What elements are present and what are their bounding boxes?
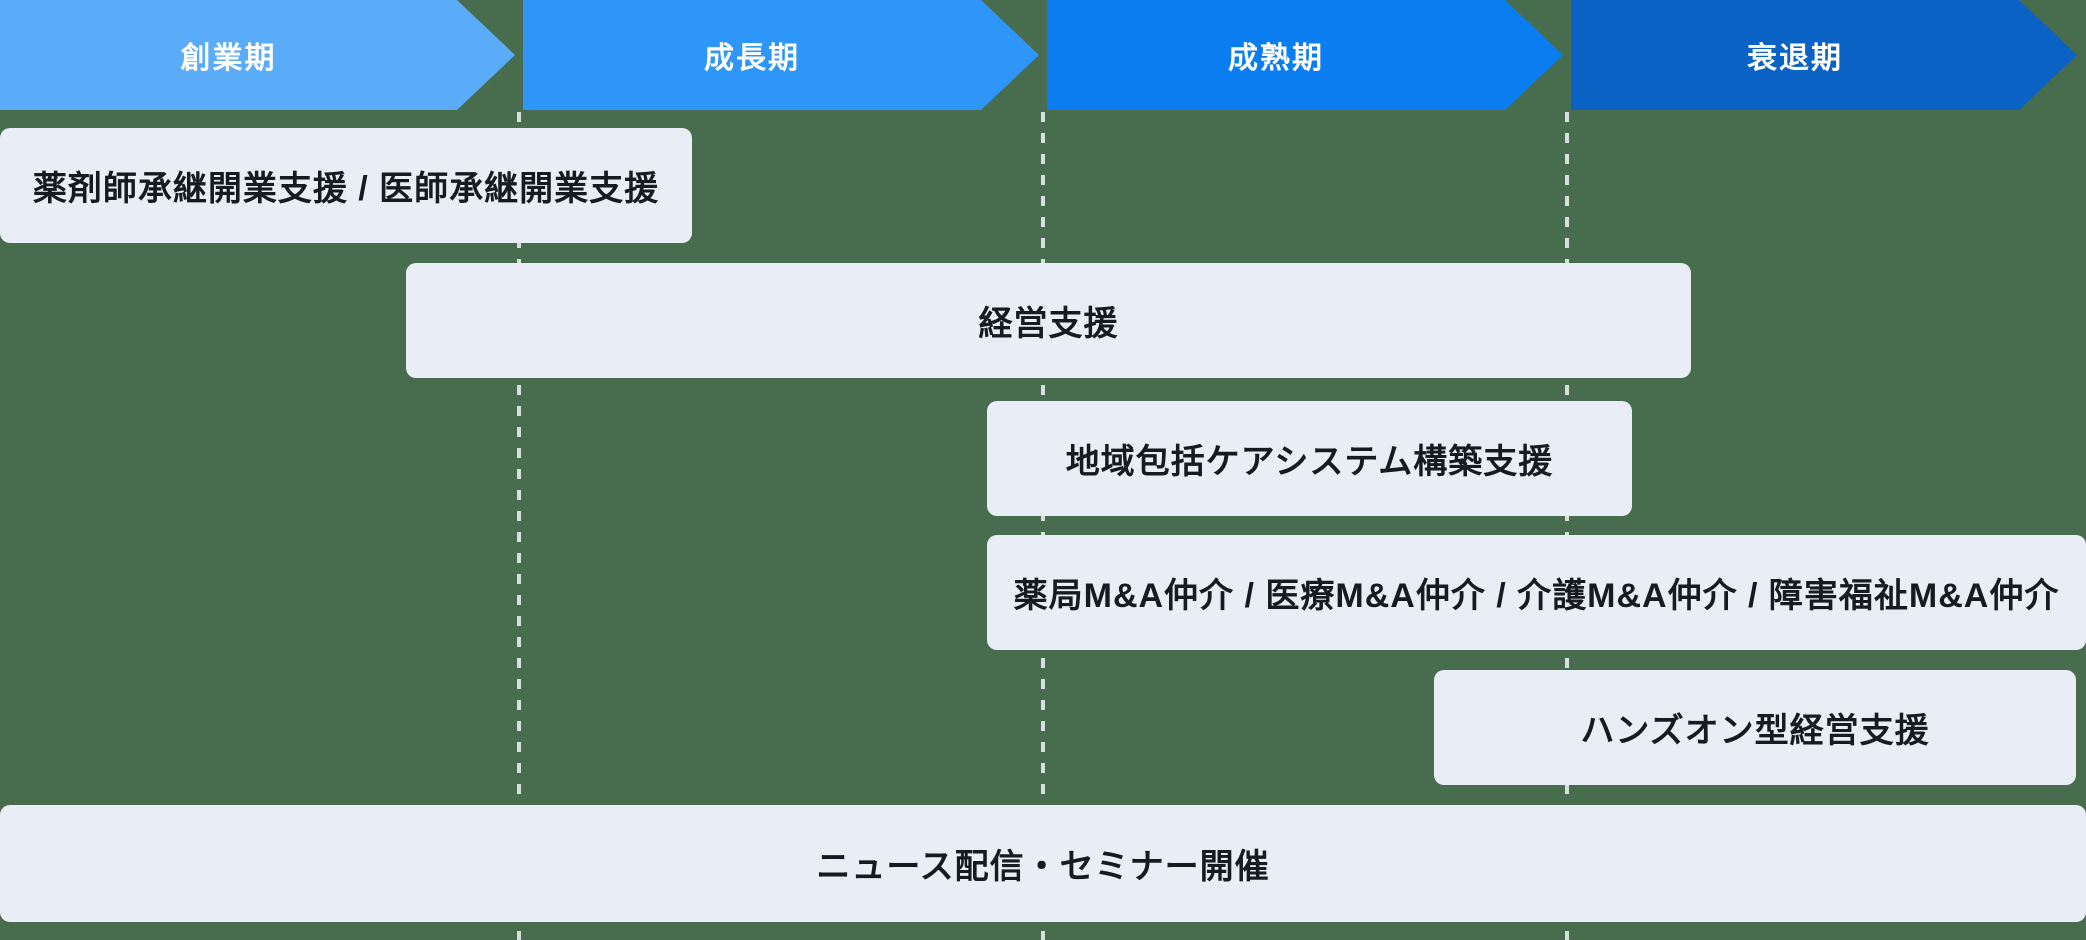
stage-banner-growth: 成長期 [523, 0, 1039, 110]
service-box-news-seminar: ニュース配信・セミナー開催 [0, 805, 2086, 922]
stage-divider-growth-maturity [1041, 112, 1045, 940]
service-box-hands-on-support: ハンズオン型経営支援 [1434, 670, 2076, 785]
service-box-news-seminar-label: ニュース配信・セミナー開催 [816, 848, 1270, 886]
service-box-ma-brokerage: 薬局M&A仲介 / 医療M&A仲介 / 介護M&A仲介 / 障害福祉M&A仲介 [987, 535, 2086, 650]
stage-banner-founding-label: 創業期 [180, 42, 277, 75]
stage-banner-maturity: 成熟期 [1047, 0, 1563, 110]
service-box-hands-on-support-label: ハンズオン型経営支援 [1580, 712, 1930, 750]
stage-banner-decline-label: 衰退期 [1747, 42, 1843, 75]
service-box-community-care-system-label: 地域包括ケアシステム構築支援 [1065, 443, 1554, 481]
stage-banner-growth-label: 成長期 [704, 42, 800, 75]
service-box-community-care-system: 地域包括ケアシステム構築支援 [987, 401, 1632, 516]
stage-banner-founding: 創業期 [0, 0, 515, 110]
service-box-ma-brokerage-label: 薬局M&A仲介 / 医療M&A仲介 / 介護M&A仲介 / 障害福祉M&A仲介 [1013, 577, 2060, 615]
service-box-management-support-label: 経営支援 [978, 305, 1119, 343]
stage-banner-decline: 衰退期 [1571, 0, 2077, 110]
stage-divider-founding-growth [517, 112, 521, 940]
service-box-management-support: 経営支援 [406, 263, 1691, 378]
service-box-succession-support-label: 薬剤師承継開業支援 / 医師承継開業支援 [32, 170, 660, 208]
stage-divider-maturity-decline [1565, 112, 1569, 940]
stage-banner-maturity-label: 成熟期 [1228, 42, 1324, 75]
service-box-succession-support: 薬剤師承継開業支援 / 医師承継開業支援 [0, 128, 692, 243]
